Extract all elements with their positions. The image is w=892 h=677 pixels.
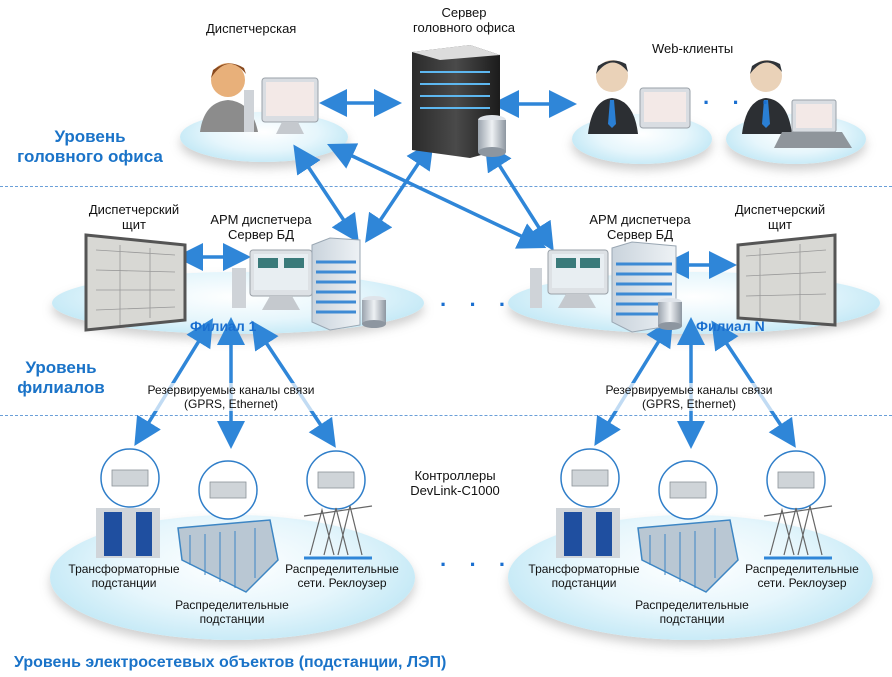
branchn-name: Филиал N <box>696 318 765 334</box>
controllers-label: Контроллеры DevLink-C1000 <box>410 468 500 498</box>
web-client-1-icon <box>588 60 691 134</box>
objects1-network-label: Распределительные сети. Реклоузер <box>285 562 399 590</box>
server-label: Сервер головного офиса <box>413 5 515 35</box>
distribution-substation-n-icon <box>637 519 739 593</box>
arrow-server-branchn <box>484 142 554 251</box>
branch1-name: Филиал 1 <box>190 318 257 334</box>
branchn-workstation-label: АРМ диспетчера Сервер БД <box>589 212 691 242</box>
web-client-2-icon <box>742 60 852 148</box>
separator-branches <box>0 415 892 416</box>
branch1-panel-label: Диспетчерский щит <box>88 202 180 232</box>
dispatch-panel-1-icon <box>84 233 187 332</box>
objects-ellipsis: · · · <box>440 552 515 577</box>
objects1-distribution-label: Распределительные подстанции <box>175 598 289 626</box>
workstation-n-icon <box>530 249 609 308</box>
dispatch-panel-n-icon <box>736 233 837 327</box>
web-clients-ellipsis: · · · <box>703 90 778 115</box>
level-grid-objects-title: Уровень электросетевых объектов (подстан… <box>14 654 447 671</box>
objectsn-distribution-label: Распределительные подстанции <box>635 598 749 626</box>
transformer-substation-n-icon <box>556 508 620 558</box>
distribution-substation-1-icon <box>177 519 279 593</box>
level-head-office-title: Уровень головного офиса <box>17 127 163 166</box>
arrow-dispatch-branchn <box>327 143 547 249</box>
transformer-substation-1-icon <box>96 508 160 558</box>
branch1-channels-label: Резервируемые каналы связи (GPRS, Ethern… <box>146 383 316 411</box>
workstation-1-icon <box>232 249 313 310</box>
branch-ellipsis: · · · <box>440 292 515 317</box>
level-branches-title: Уровень филиалов <box>17 358 105 397</box>
db-server-1-icon <box>311 237 386 331</box>
power-line-n-icon <box>763 505 833 560</box>
branch1-workstation-label: АРМ диспетчера Сервер БД <box>210 212 312 242</box>
branchn-channels-label: Резервируемые каналы связи (GPRS, Ethern… <box>604 383 774 411</box>
arrow-server-branch1 <box>365 140 434 243</box>
objects1-transformer-label: Трансформаторные подстанции <box>68 562 180 590</box>
objectsn-network-label: Распределительные сети. Реклоузер <box>745 562 859 590</box>
objectsn-transformer-label: Трансформаторные подстанции <box>528 562 640 590</box>
head-office-server-icon <box>412 45 506 158</box>
branchn-panel-label: Диспетчерский щит <box>734 202 826 232</box>
power-line-1-icon <box>303 505 373 560</box>
dispatch-label: Диспетчерская <box>206 21 297 36</box>
db-server-n-icon <box>611 241 682 333</box>
web-clients-label: Web-клиенты <box>652 41 734 56</box>
dispatcher-icon <box>200 63 319 134</box>
